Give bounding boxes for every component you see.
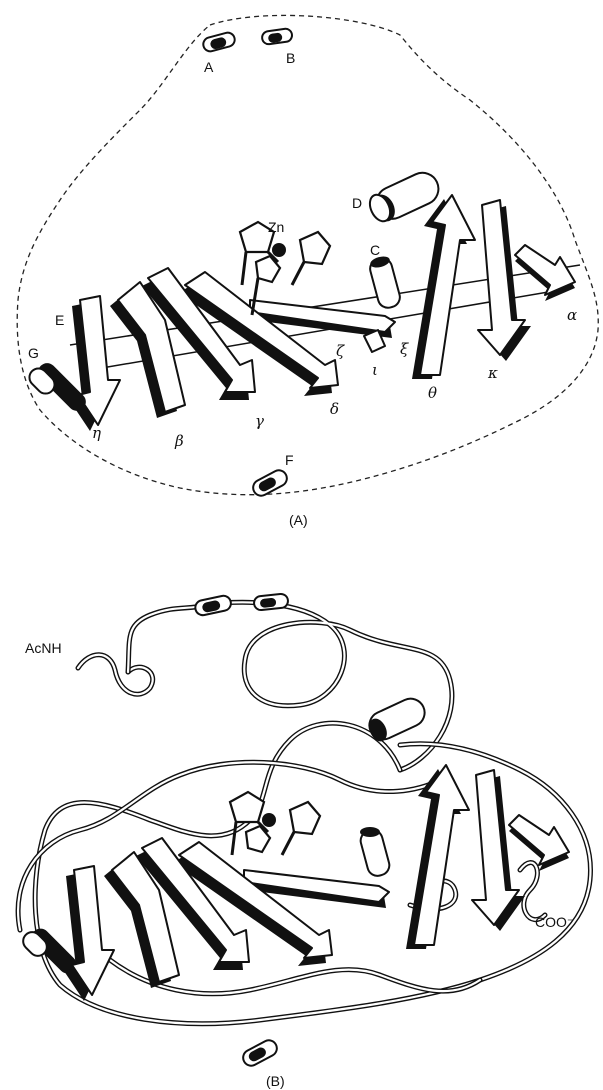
panel-a: A B D C [17,15,598,528]
zinc-site [240,222,330,315]
helix-b [261,28,293,45]
strand-eta-label: η [92,424,101,442]
n-terminus-label: AcNH [25,640,62,656]
strand-theta-label: θ [428,384,437,402]
helix-c-label: C [370,242,380,258]
panel-a-caption: (A) [289,512,308,528]
helix-b-c [358,827,391,878]
helix-b-f [240,1037,279,1068]
helix-b-top-1 [194,594,232,616]
helix-c [368,255,402,310]
strand-delta-label: δ [330,400,339,418]
strand-xi-label: ξ [400,340,409,358]
strand-theta [412,195,475,379]
strand-gamma-label: γ [255,412,264,430]
zinc-label: Zn [268,219,284,235]
helix-a-label: A [204,59,214,75]
helix-b-label: B [286,50,295,66]
helix-g-label: G [28,345,39,361]
strand-zeta-label: ζ [336,342,345,360]
strand-iota-label: ι [372,361,378,379]
helix-e-label: E [55,312,64,328]
c-terminus-label: COO⁻ [535,914,574,930]
panel-b: AcNH COO⁻ (B) [18,593,590,1089]
helix-a [202,31,237,53]
helix-b-d [365,694,429,744]
helix-b-top-2 [253,593,288,610]
panel-b-caption: (B) [266,1073,285,1089]
helix-d-label: D [352,195,362,211]
helix-f-label: F [285,452,294,468]
strand-kappa-label: κ [487,364,498,382]
strand-alpha-label: α [567,306,577,324]
strand-beta-label: β [174,432,184,450]
